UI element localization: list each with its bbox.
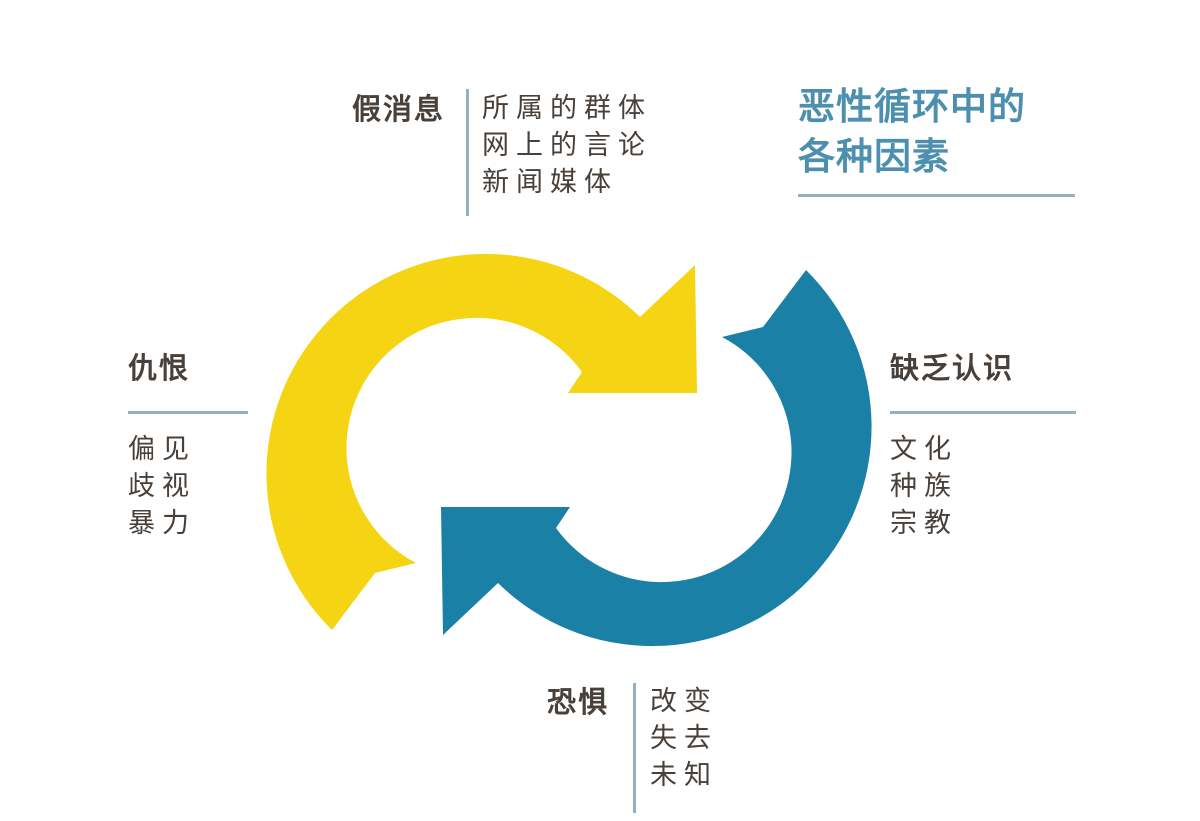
factor-item: 歧视: [128, 471, 196, 502]
factor-item: 所属的群体: [482, 93, 652, 124]
factor-items-fear: 改变 失去 未知: [636, 681, 718, 794]
title-underline: [798, 194, 1075, 197]
factor-items-fake-news: 所属的群体 网上的言论 新闻媒体: [469, 88, 652, 201]
factor-item: 网上的言论: [482, 130, 652, 161]
factor-item: 文化: [890, 434, 958, 465]
factor-block-fake-news: 假消息 所属的群体 网上的言论 新闻媒体: [352, 88, 652, 216]
factor-item: 新闻媒体: [482, 167, 618, 198]
diagram-title: 恶性循环中的 各种因素: [798, 82, 1026, 182]
factor-label-fear: 恐惧: [547, 685, 610, 719]
diagram-title-line-2: 各种因素: [798, 135, 950, 178]
factor-label-fake-news: 假消息: [352, 92, 446, 126]
factor-item: 未知: [650, 760, 718, 791]
diagram-title-line-1: 恶性循环中的: [798, 85, 1026, 128]
factor-block-hatred: 仇恨 偏见 歧视 暴力: [128, 352, 248, 542]
factor-block-lack-of-understanding: 缺乏认识 文化 种族 宗教: [890, 352, 1076, 542]
factor-label-lack-of-understanding: 缺乏认识: [890, 351, 1015, 385]
factor-item: 偏见: [128, 434, 196, 465]
factor-items-hatred: 偏见 歧视 暴力: [128, 431, 248, 542]
factor-item: 暴力: [128, 508, 196, 539]
cycle-arrow-blue: [441, 270, 872, 647]
factor-item: 改变: [650, 686, 718, 717]
factor-divider-fake-news: [466, 89, 469, 216]
factor-divider-fear: [633, 683, 636, 813]
factor-block-fear: 恐惧 改变 失去 未知: [547, 681, 718, 813]
factor-item: 失去: [650, 723, 718, 754]
factor-label-hatred: 仇恨: [128, 351, 191, 385]
factor-item: 宗教: [890, 508, 958, 539]
cycle-arrow-yellow: [266, 253, 697, 631]
factor-items-lack-of-understanding: 文化 种族 宗教: [890, 431, 1076, 542]
factor-divider-hatred: [128, 411, 248, 414]
factor-divider-lack-of-understanding: [890, 411, 1076, 414]
factor-item: 种族: [890, 471, 958, 502]
